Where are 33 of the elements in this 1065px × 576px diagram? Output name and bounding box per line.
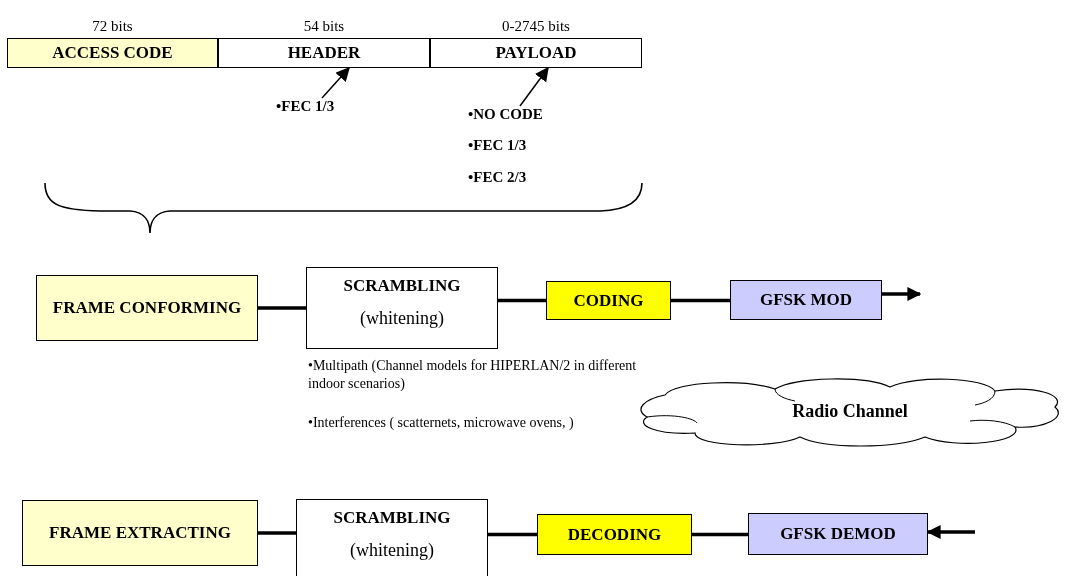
coding-option: •FEC 2/3 <box>468 168 527 186</box>
box-label: SCRAMBLING <box>333 508 451 528</box>
connector-line <box>498 298 546 303</box>
box-label: GFSK DEMOD <box>780 524 896 544</box>
bit-length-label: 0-2745 bits <box>501 18 571 35</box>
arrow <box>926 525 975 539</box>
coding-option: •FEC 1/3 <box>468 137 527 155</box>
box-label: HEADER <box>287 43 361 63</box>
arrow <box>882 287 922 301</box>
leader-arrow <box>321 66 350 99</box>
coding-option: •NO CODE <box>468 106 543 124</box>
note-text: •Interferences ( scatternets, microwave ovens, ) <box>308 414 575 432</box>
connector-line <box>258 306 306 310</box>
note-text: •Multipath (Channel models for HIPERLAN/2 in different indoor scenarios) <box>308 357 638 394</box>
box-label: PAYLOAD <box>495 43 577 63</box>
bit-length-label: 54 bits <box>302 18 346 35</box>
box-label: SCRAMBLING <box>343 276 461 296</box>
box-subtitle: (whitening) <box>360 307 444 329</box>
leader-arrow <box>519 66 549 107</box>
box-subtitle: (whitening) <box>350 539 434 561</box>
coding-option: •FEC 1/3 <box>276 98 335 116</box>
bit-length-label: 72 bits <box>91 18 134 35</box>
box-label: CODING <box>573 290 644 311</box>
box-label: DECODING <box>567 524 662 545</box>
connector-line <box>671 298 730 303</box>
connector-line <box>692 532 748 537</box>
box-label: FRAME EXTRACTING <box>49 523 231 543</box>
cloud-label: Radio Channel <box>792 400 908 422</box>
connector-line <box>258 531 296 535</box>
box-label: ACCESS CODE <box>52 43 173 63</box>
box-label: GFSK MOD <box>759 290 853 310</box>
box-label: FRAME CONFORMING <box>52 298 242 318</box>
connector-line <box>488 532 537 537</box>
